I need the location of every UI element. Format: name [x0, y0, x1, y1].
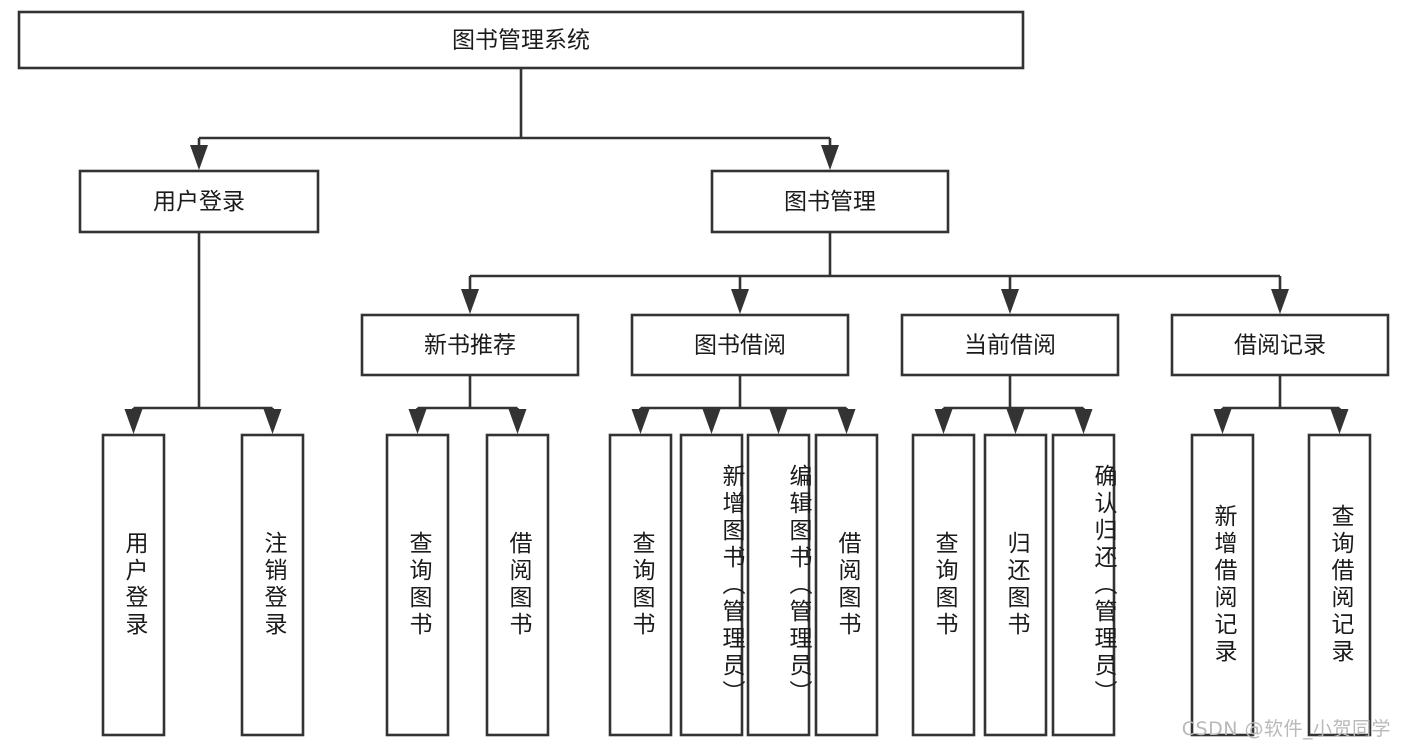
node-box-root[interactable]	[17, 10, 1025, 70]
node-box-leaf-user-login[interactable]	[101, 433, 166, 737]
node-label-records: 借阅记录	[1234, 333, 1326, 359]
edges-layer	[124, 68, 1349, 434]
node-label-newbook: 新书推荐	[424, 333, 516, 359]
node-box-leaf-query-record[interactable]	[1307, 433, 1372, 737]
edge-arrowhead	[702, 409, 721, 434]
edge-arrowhead	[1271, 289, 1289, 314]
node-label-current: 当前借阅	[964, 333, 1056, 359]
edge-arrowhead	[1330, 409, 1349, 434]
node-box-leaf-add-record[interactable]	[1190, 433, 1255, 737]
node-box-leaf-return-book[interactable]	[983, 433, 1048, 737]
node-box-leaf-edit-book[interactable]	[746, 433, 811, 737]
node-box-leaf-borrow-book-1[interactable]	[485, 433, 550, 737]
edge-arrowhead	[821, 145, 839, 170]
edge-arrowhead	[631, 409, 650, 434]
edge-arrowhead	[1213, 409, 1232, 434]
edge-arrowhead	[1006, 409, 1025, 434]
edge-arrowhead	[508, 409, 527, 434]
edge-arrowhead	[461, 289, 479, 314]
node-box-bookmgmt[interactable]	[710, 169, 950, 234]
node-box-borrow[interactable]	[630, 313, 850, 377]
edge-arrowhead	[769, 409, 788, 434]
node-box-leaf-add-book[interactable]	[679, 433, 744, 737]
node-box-leaf-confirm-return[interactable]	[1051, 433, 1116, 737]
node-box-login[interactable]	[78, 169, 320, 234]
edge-arrowhead	[190, 145, 208, 170]
node-box-leaf-query-book-2[interactable]	[608, 433, 673, 737]
edge-arrowhead	[408, 409, 427, 434]
edge-arrowhead	[934, 409, 953, 434]
node-label-root: 图书管理系统	[452, 28, 590, 54]
edge-arrowhead	[1001, 289, 1019, 314]
node-box-records[interactable]	[1170, 313, 1390, 377]
edge-arrowhead	[124, 409, 143, 434]
node-label-bookmgmt: 图书管理	[784, 189, 876, 215]
node-box-current[interactable]	[900, 313, 1120, 377]
node-box-leaf-query-book-3[interactable]	[911, 433, 976, 737]
edge-arrowhead	[1074, 409, 1093, 434]
node-label-borrow: 图书借阅	[694, 333, 786, 359]
node-box-newbook[interactable]	[360, 313, 580, 377]
node-box-leaf-borrow-book-2[interactable]	[814, 433, 879, 737]
node-box-leaf-user-logout[interactable]	[240, 433, 305, 737]
edge-arrowhead	[837, 409, 856, 434]
node-box-leaf-query-book-1[interactable]	[385, 433, 450, 737]
edge-arrowhead	[263, 409, 282, 434]
edge-arrowhead	[731, 289, 749, 314]
node-label-login: 用户登录	[153, 189, 245, 215]
